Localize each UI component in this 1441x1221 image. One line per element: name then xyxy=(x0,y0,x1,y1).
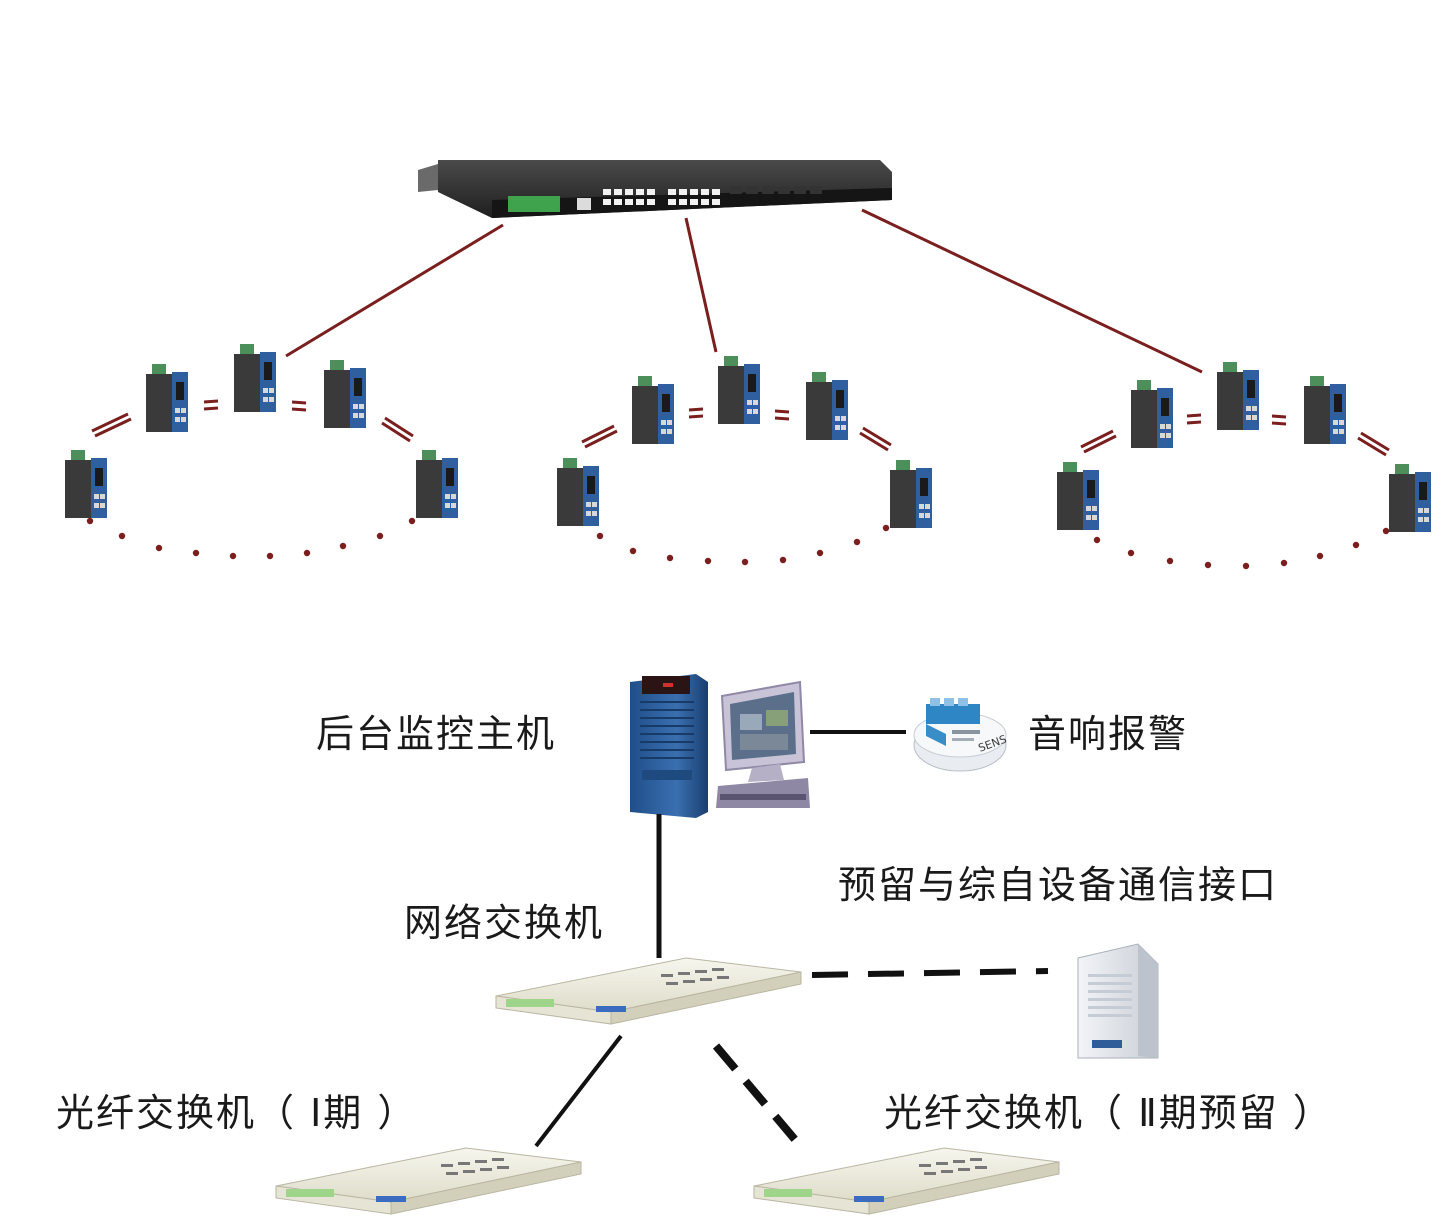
core-switch xyxy=(418,160,892,218)
ring-uplinks xyxy=(285,208,1203,374)
ring-2 xyxy=(557,356,932,566)
ring-3-node-1 xyxy=(1131,380,1173,448)
ring-3-node-2 xyxy=(1217,362,1259,430)
audio-alarm-label: 音响报警 xyxy=(1028,712,1189,756)
ring-1-node-3 xyxy=(324,360,366,428)
network-switch-label: 网络交换机 xyxy=(404,901,605,945)
switch-to-fiber-phase2-link xyxy=(712,1043,801,1145)
switch-to-fiber-phase1-link xyxy=(534,1034,623,1148)
ring-1-node-1 xyxy=(146,364,188,432)
ring-3-node-4 xyxy=(1057,462,1099,530)
reserved-interface-label: 预留与综自设备通信接口 xyxy=(838,863,1279,907)
ring-2-node-1 xyxy=(632,376,674,444)
ring-2-node-5 xyxy=(890,460,932,528)
ring-1-node-4 xyxy=(65,450,107,518)
network-switch-icon xyxy=(495,957,802,1025)
fiber-switch-phase1-label: 光纤交换机（ Ⅰ期 ） xyxy=(56,1091,418,1135)
fiber-switch-phase2-icon xyxy=(753,1147,1060,1215)
server-tower-icon xyxy=(630,674,708,818)
sound-alarm-icon: SENS xyxy=(913,698,1008,772)
fiber-switch-phase2-label: 光纤交换机（ Ⅱ期预留 ） xyxy=(884,1091,1333,1135)
ring-3 xyxy=(1057,362,1431,570)
uplink-ring-1 xyxy=(285,223,504,358)
uplink-ring-3 xyxy=(861,208,1203,374)
ring-3-node-3 xyxy=(1304,376,1346,444)
monitor-host-label: 后台监控主机 xyxy=(316,712,557,756)
ring-2-node-4 xyxy=(557,458,599,526)
ring-1-node-5 xyxy=(416,450,458,518)
uplink-ring-2 xyxy=(684,217,718,353)
ring-2-node-2 xyxy=(718,356,760,424)
ring-2-node-3 xyxy=(806,372,848,440)
bottom-links xyxy=(534,730,1049,1148)
ring-1-node-2 xyxy=(234,344,276,412)
ring-1 xyxy=(65,344,458,560)
fiber-switch-phase1-icon xyxy=(275,1147,582,1215)
monitor-icon xyxy=(716,680,810,808)
interface-device-icon xyxy=(1077,943,1159,1059)
ring-3-node-5 xyxy=(1389,464,1431,532)
switch-to-interface-link xyxy=(811,968,1049,978)
